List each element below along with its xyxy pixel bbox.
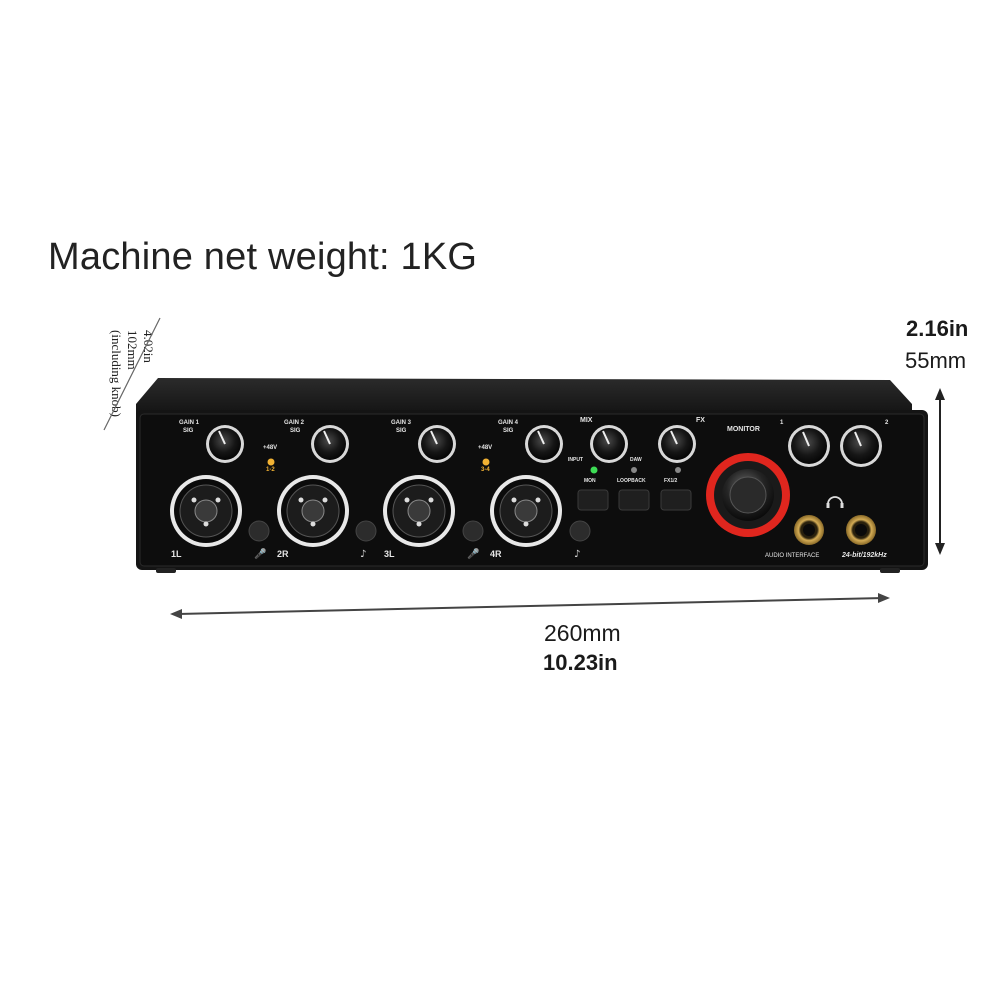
fx-button-label: FX1/2: [664, 478, 678, 484]
svg-text:♪: ♪: [574, 549, 580, 560]
width-in-label: 10.23in: [543, 650, 618, 675]
headphone-jack-1[interactable]: [794, 515, 824, 545]
phantom-1-power-label: +48V: [263, 445, 278, 451]
gain-3-label: GAIN 3: [391, 420, 412, 426]
daw-knob-label: DAW: [630, 457, 642, 463]
page-title: Machine net weight: 1KG: [48, 236, 478, 278]
sig-3-label: SIG: [396, 428, 407, 434]
phantom-led-1-2: [267, 458, 275, 466]
gain-1-label: GAIN 1: [179, 420, 200, 426]
gain-knob-4[interactable]: [525, 425, 563, 463]
headphone-knob-2[interactable]: [840, 425, 882, 467]
mix-knob[interactable]: [590, 425, 628, 463]
input-3-label: 3L: [384, 549, 395, 559]
input-1-label: 1L: [171, 549, 182, 559]
mon-led: [590, 466, 598, 474]
combo-jack-1[interactable]: [170, 475, 242, 547]
phantom-2-power-label: +48V: [478, 445, 493, 451]
input-switch-4[interactable]: ♪: [569, 520, 591, 560]
input-knob-label: INPUT: [568, 457, 583, 463]
loopback-button-label: LOOPBACK: [617, 478, 646, 484]
headphone-knob-1[interactable]: [788, 425, 830, 467]
width-mm-label: 260mm: [544, 620, 621, 646]
gain-4-label: GAIN 4: [498, 420, 519, 426]
headphone-2-label: 2: [885, 420, 889, 426]
monitor-label: MONITOR: [727, 426, 760, 433]
gain-knob-1[interactable]: [206, 425, 244, 463]
width-arrow: [170, 593, 890, 619]
fx-label: FX: [696, 417, 705, 424]
monitor-knob[interactable]: [706, 453, 790, 537]
mix-label: MIX: [580, 417, 593, 424]
input-2-label: 2R: [277, 549, 289, 559]
fx-button[interactable]: [660, 489, 692, 511]
phantom-2-channels-label: 3-4: [481, 467, 490, 473]
input-4-label: 4R: [490, 549, 502, 559]
combo-jack-3[interactable]: [383, 475, 455, 547]
phantom-1-channels-label: 1-2: [266, 467, 275, 473]
height-mm-label: 55mm: [905, 348, 967, 373]
headphone-jack-2[interactable]: [846, 515, 876, 545]
height-arrow: [935, 388, 945, 555]
fx-knob[interactable]: [658, 425, 696, 463]
gain-knob-3[interactable]: [418, 425, 456, 463]
combo-jack-4[interactable]: [490, 475, 562, 547]
loopback-button[interactable]: [618, 489, 650, 511]
spec-label: 24-bit/192kHz: [842, 552, 887, 559]
mon-button-label: MON: [584, 478, 596, 484]
gain-knob-2[interactable]: [311, 425, 349, 463]
sig-4-label: SIG: [503, 428, 514, 434]
input-switch-3[interactable]: 🎤: [462, 520, 484, 560]
headphone-1-label: 1: [780, 420, 784, 426]
input-switch-1[interactable]: 🎤: [248, 520, 270, 560]
loopback-led: [631, 467, 637, 473]
gain-2-label: GAIN 2: [284, 420, 305, 426]
sig-2-label: SIG: [290, 428, 301, 434]
combo-jack-2[interactable]: [277, 475, 349, 547]
phantom-led-3-4: [482, 458, 490, 466]
sig-1-label: SIG: [183, 428, 194, 434]
mon-button[interactable]: [577, 489, 609, 511]
height-in-label: 2.16in: [906, 316, 969, 341]
svg-text:♪: ♪: [360, 549, 366, 560]
fx-led: [675, 467, 681, 473]
depth-arrow: [103, 317, 161, 431]
svg-text:🎤: 🎤: [467, 547, 480, 560]
input-switch-2[interactable]: ♪: [355, 520, 377, 560]
headphones-icon: [826, 496, 844, 508]
svg-text:🎤: 🎤: [254, 547, 267, 560]
model-label: AUDIO INTERFACE: [765, 553, 820, 559]
